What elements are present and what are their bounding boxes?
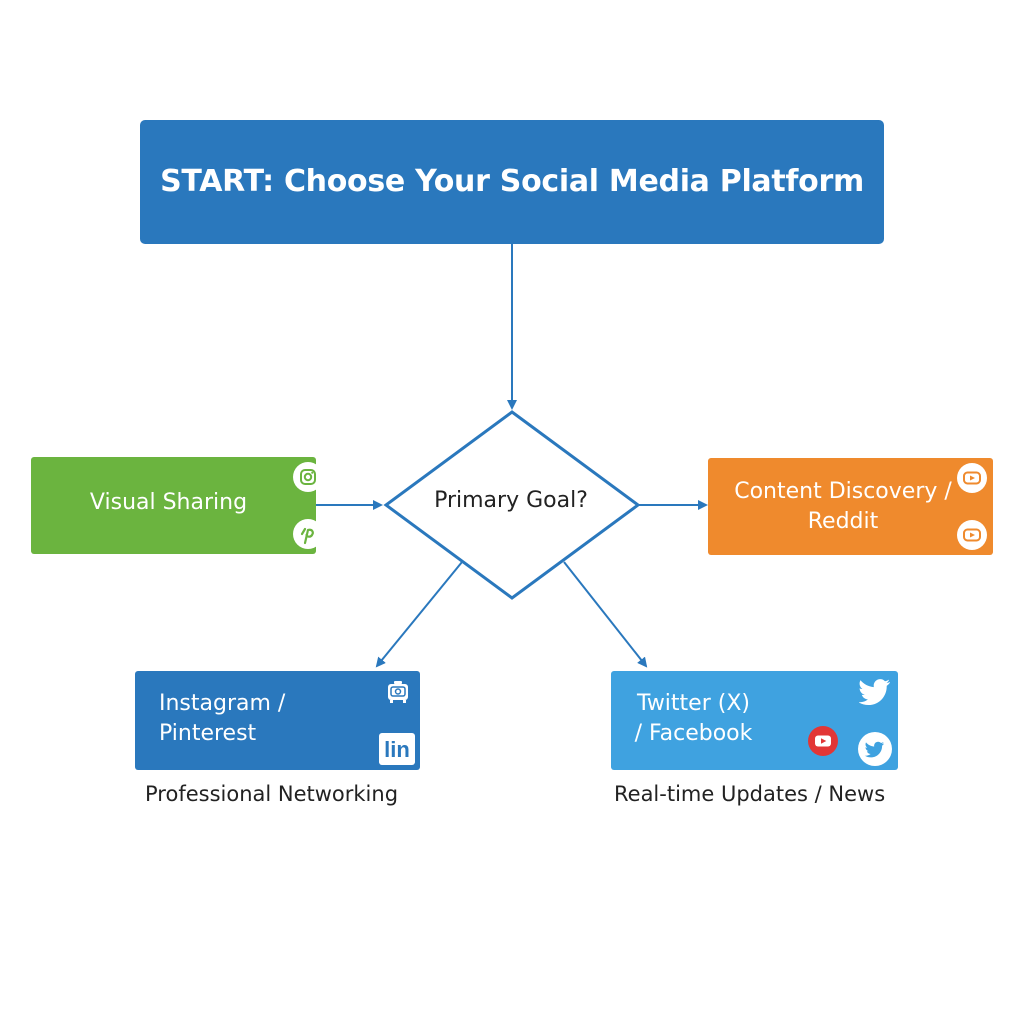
visual-sharing-label: Visual Sharing <box>89 490 248 515</box>
start-node: START: Choose Your Social Media Platform <box>140 120 884 244</box>
arrow-decision-to-twitter <box>563 561 648 668</box>
pinterest-icon <box>293 519 323 549</box>
instagram-icon <box>293 462 323 492</box>
realtime-updates-caption: Real-time Updates / News <box>614 782 886 806</box>
decision-label: Primary Goal? <box>434 488 588 513</box>
decision-diamond <box>383 410 641 600</box>
content-discovery-node: Content Discovery / Reddit <box>708 458 993 555</box>
camera-badge-icon <box>388 681 408 703</box>
linkedin-icon: lin <box>379 733 415 765</box>
instagram-pinterest-label: Instagram / Pinterest <box>159 691 286 746</box>
professional-networking-caption: Professional Networking <box>145 782 399 806</box>
instagram-pinterest-node: Instagram / Pinterest lin <box>135 671 420 770</box>
arrow-decision-to-instagram <box>375 561 463 668</box>
youtube-icon <box>808 726 838 756</box>
start-node-label: START: Choose Your Social Media Platform <box>160 164 864 199</box>
youtube-icon <box>957 463 987 493</box>
twitter-facebook-node: Twitter (X) / Facebook <box>611 671 898 770</box>
twitter-bird-icon <box>858 732 892 766</box>
youtube-icon <box>957 520 987 550</box>
twitter-bird-icon <box>859 679 890 705</box>
twitter-facebook-label: Twitter (X) / Facebook <box>634 691 753 746</box>
visual-sharing-node: Visual Sharing <box>31 457 323 554</box>
content-discovery-label: Content Discovery / Reddit <box>734 479 952 534</box>
linkedin-icon-text: lin <box>384 737 410 762</box>
